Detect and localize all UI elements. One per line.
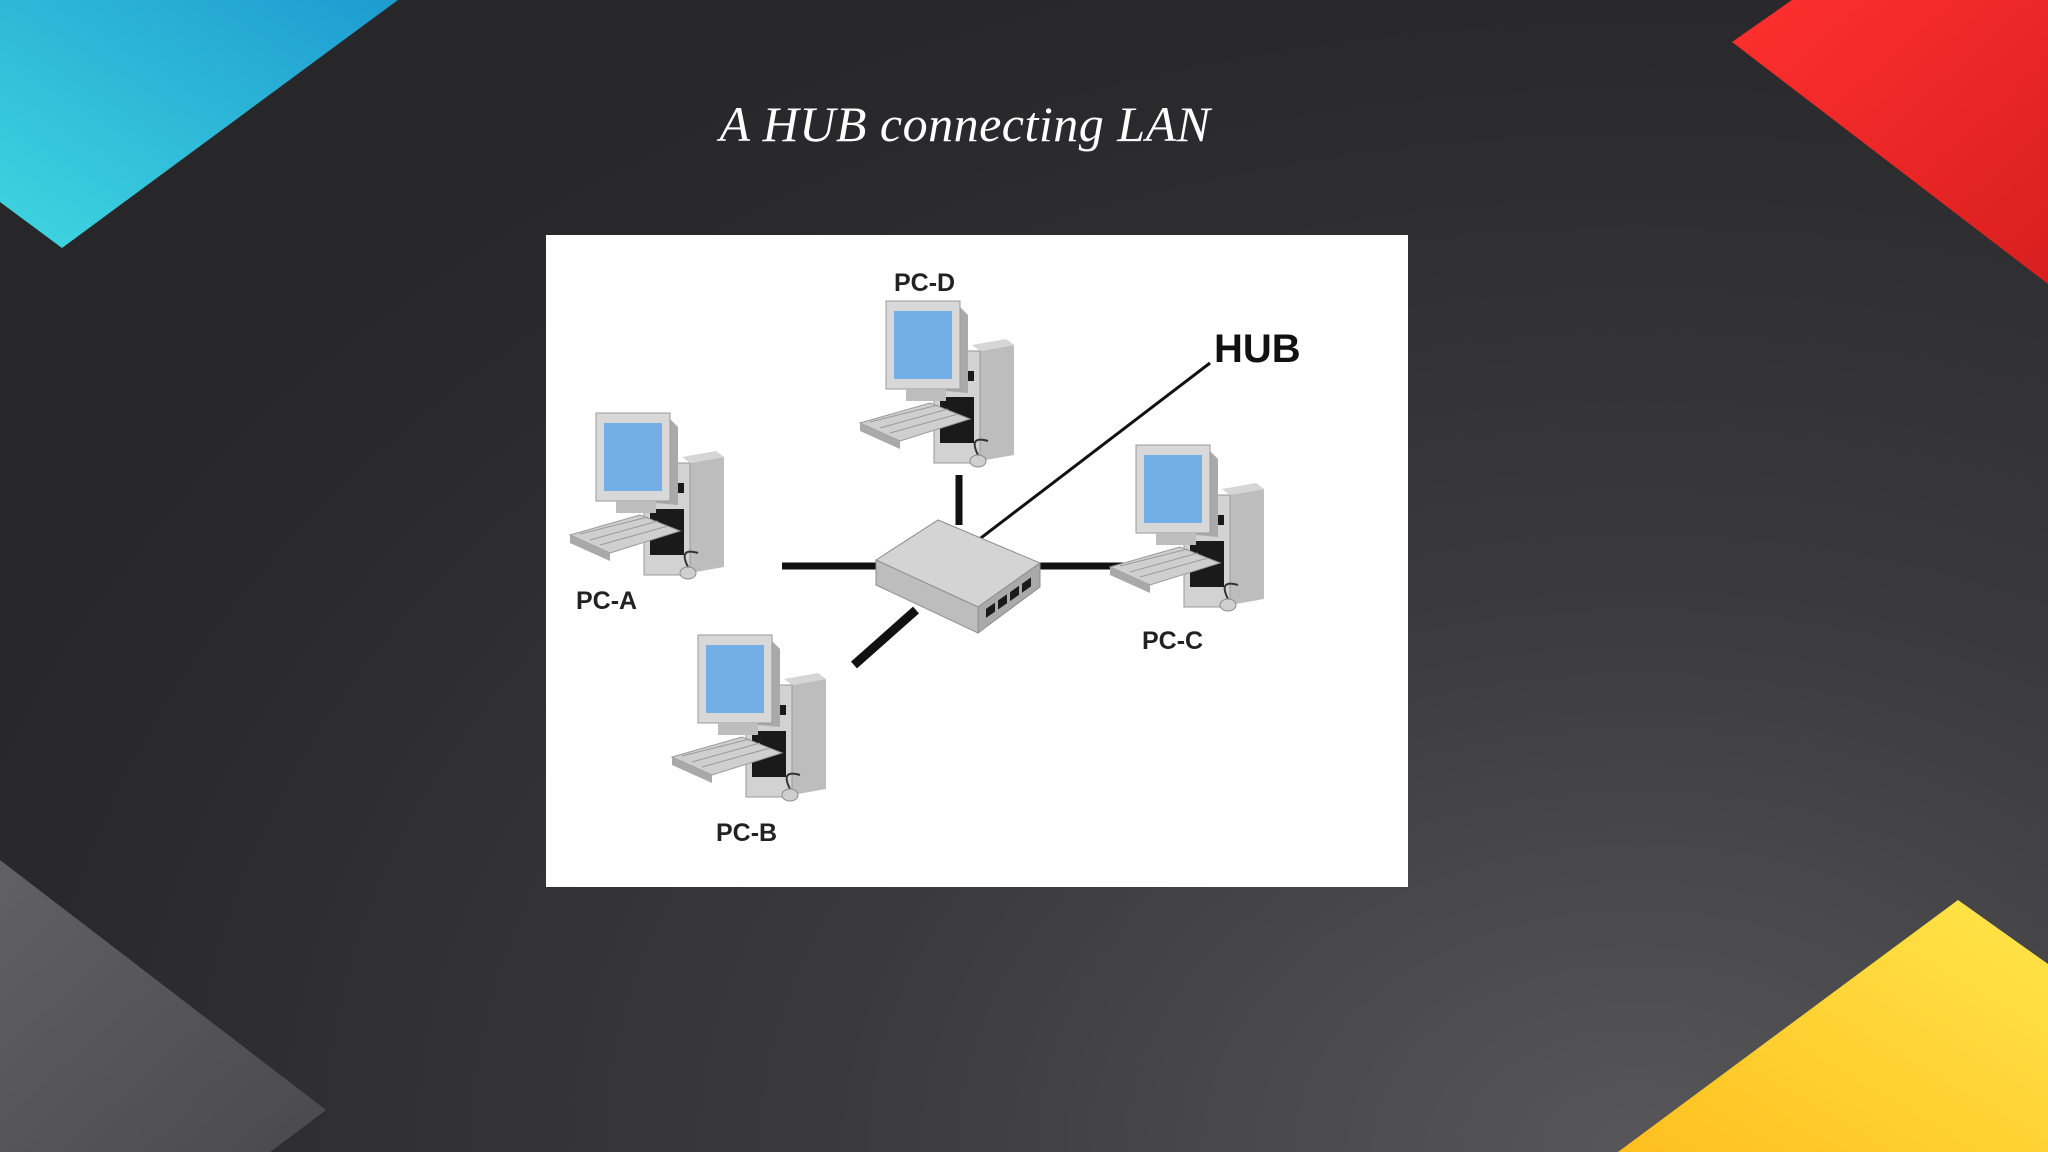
pc-c-label: PC-C [1142,627,1203,655]
corner-shape-bottom-right [1618,900,2048,1152]
pc-b-computer-icon [671,634,827,802]
pc-a-label: PC-A [576,587,637,615]
slide-title: A HUB connecting LAN [719,96,1211,152]
pc-a-computer-icon [569,412,725,580]
hub-lan-diagram: PC-D PC-A PC-C PC-B HUB [546,235,1408,887]
pc-c-computer-icon [1109,444,1265,612]
hub-device-icon [874,519,1042,634]
network-cables [782,361,1211,669]
corner-shape-bottom-left [0,860,326,1152]
pc-b-label: PC-B [716,819,777,847]
pc-d-computer-icon [859,300,1015,468]
hub-label: HUB [1214,327,1301,371]
pc-d-label: PC-D [894,269,955,297]
